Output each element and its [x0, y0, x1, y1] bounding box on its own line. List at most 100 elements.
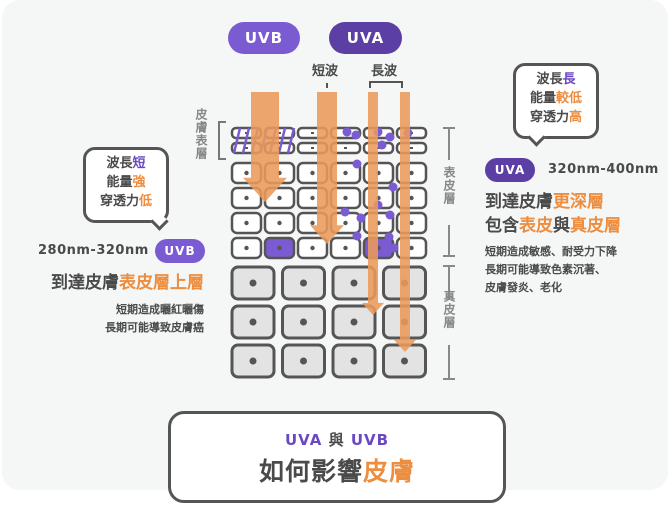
- cell-nucleus: [249, 357, 257, 365]
- uvb-arrow: [243, 92, 287, 202]
- cell-nucleus: [343, 220, 348, 226]
- cell-nucleus: [249, 318, 257, 326]
- title-uvb: UVB: [350, 431, 390, 449]
- cell-nucleus: [277, 245, 282, 251]
- cell-nucleus: [409, 220, 414, 226]
- cell-nucleus: [300, 279, 307, 287]
- epidermis-bracket: [443, 127, 455, 257]
- cell-nucleus: [343, 170, 348, 176]
- uva-head1-hl: 更深層: [553, 192, 604, 212]
- uva-head2-b: 與: [553, 216, 570, 236]
- cell-nucleus: [343, 245, 348, 251]
- uva-bubble-line2: 能量: [529, 91, 556, 106]
- uvb-detail1: 短期造成曬紅曬傷: [116, 303, 204, 316]
- short-wave-label: 短波: [312, 64, 339, 79]
- title-main-prefix: 如何影響: [258, 457, 363, 486]
- uva-scatter-dot: [384, 232, 394, 242]
- dermis-bracket: [443, 265, 455, 380]
- uvb-hatch: [232, 127, 242, 154]
- uvb-hatch: [286, 127, 296, 154]
- uva-bubble-line3: 穿透力: [529, 110, 569, 125]
- uva-head2-a: 包含: [485, 216, 519, 236]
- uva-scatter-dot: [351, 130, 361, 140]
- uvb-bubble-line3-hl: 低: [139, 194, 153, 209]
- uva-scatter-dot: [352, 159, 362, 169]
- uva-bubble-line3-hl: 高: [569, 110, 583, 125]
- cell-nucleus: [409, 195, 414, 201]
- cell-nucleus: [350, 318, 358, 326]
- uva-scatter-dot: [340, 207, 350, 217]
- uva-head2-hl1: 表皮: [519, 216, 553, 236]
- cell-nucleus: [409, 245, 414, 251]
- uvb-bubble-line3: 穿透力: [99, 194, 139, 209]
- dermis-label: 真皮層: [442, 290, 456, 329]
- skin-surface-label: 皮膚表層: [194, 108, 208, 160]
- uva-bubble-line1: 波長: [536, 72, 563, 87]
- uvb-detail2: 長期可能導致皮膚癌: [105, 321, 204, 334]
- uvb-range: 280nm-320nm: [38, 243, 149, 258]
- cell-nucleus: [310, 245, 315, 251]
- uvb-bubble-line1-hl: 短: [132, 156, 146, 171]
- uvb-hatch: [241, 127, 251, 154]
- title-uva: UVA: [284, 431, 323, 449]
- uva-scatter-dot: [389, 243, 399, 253]
- uvb-bubble-line1: 波長: [106, 156, 133, 171]
- uvb-speech-bubble: 波長短 能量強 穿透力低: [83, 147, 169, 223]
- uvb-info-text: 到達皮膚表皮層上層 短期造成曬紅曬傷 長期可能導致皮膚癌: [20, 271, 204, 337]
- uva-detail3: 皮膚發炎、老化: [485, 281, 562, 294]
- uva-bubble-line2-hl: 較低: [556, 91, 583, 106]
- skin-surface-bracket: [218, 121, 226, 160]
- uva-scatter-dot: [356, 213, 366, 223]
- uvb-hatch: [277, 127, 287, 154]
- uva-detail1: 短期造成敏感、耐受力下降: [485, 245, 617, 258]
- uva-scatter-dot: [385, 132, 395, 142]
- cell-nucleus: [350, 357, 358, 365]
- uva-scatter-dot: [342, 127, 352, 137]
- title-main: 如何影響皮膚: [171, 452, 503, 488]
- cell-nucleus: [244, 220, 249, 226]
- uva-scatter-dot: [377, 140, 387, 150]
- cell-nucleus: [310, 170, 315, 176]
- cell-nucleus: [300, 357, 307, 365]
- uvb-pill: UVB: [228, 22, 300, 54]
- epidermis-label: 表皮層: [442, 166, 456, 205]
- uvb-head: 到達皮膚: [51, 273, 119, 293]
- cell-nucleus: [343, 195, 348, 201]
- uva-long-arrow-2: [394, 92, 416, 352]
- uva-short-arrow: [310, 92, 344, 244]
- title-and: 與: [328, 431, 345, 449]
- uva-info-text: 到達皮膚更深層 包含表皮與真皮層 短期造成敏感、耐受力下降 長期可能導致色素沉著…: [485, 190, 621, 297]
- uva-long-arrow-1: [362, 92, 384, 315]
- uva-head2-hl2: 真皮層: [570, 216, 621, 236]
- cell-nucleus: [310, 195, 315, 201]
- long-wave-label: 長波: [371, 64, 398, 79]
- title-box: UVA 與 UVB 如何影響皮膚: [168, 411, 506, 503]
- uva-bubble-line1-hl: 長: [562, 72, 576, 87]
- long-wave-bracket: [369, 81, 403, 88]
- uva-scatter-dot: [352, 231, 362, 241]
- cell-nucleus: [277, 220, 282, 226]
- uva-head1: 到達皮膚: [485, 192, 553, 212]
- uvb-badge: UVB: [155, 239, 205, 263]
- title-main-hl: 皮膚: [363, 457, 416, 486]
- title-subtitle: UVA 與 UVB: [171, 429, 503, 450]
- cell-nucleus: [244, 245, 249, 251]
- uva-range: 320nm-400nm: [548, 162, 659, 177]
- cell-nucleus: [350, 279, 358, 287]
- cell-nucleus: [310, 220, 315, 226]
- cell-nucleus: [300, 318, 307, 326]
- cell-nucleus: [249, 279, 257, 287]
- uva-scatter-dot: [388, 182, 398, 192]
- uva-pill: UVA: [329, 22, 402, 54]
- cell-nucleus: [409, 170, 414, 176]
- uva-badge: UVA: [485, 158, 535, 182]
- cell-nucleus: [277, 195, 282, 201]
- cell-nucleus: [401, 357, 408, 365]
- cell-nucleus: [244, 170, 249, 176]
- cell-nucleus: [244, 195, 249, 201]
- uvb-bubble-line2: 能量: [106, 175, 133, 190]
- uvb-bubble-line2-hl: 強: [132, 175, 146, 190]
- uva-speech-bubble: 波長長 能量較低 穿透力高: [513, 63, 599, 139]
- uva-detail2: 長期可能導致色素沉著、: [485, 263, 606, 276]
